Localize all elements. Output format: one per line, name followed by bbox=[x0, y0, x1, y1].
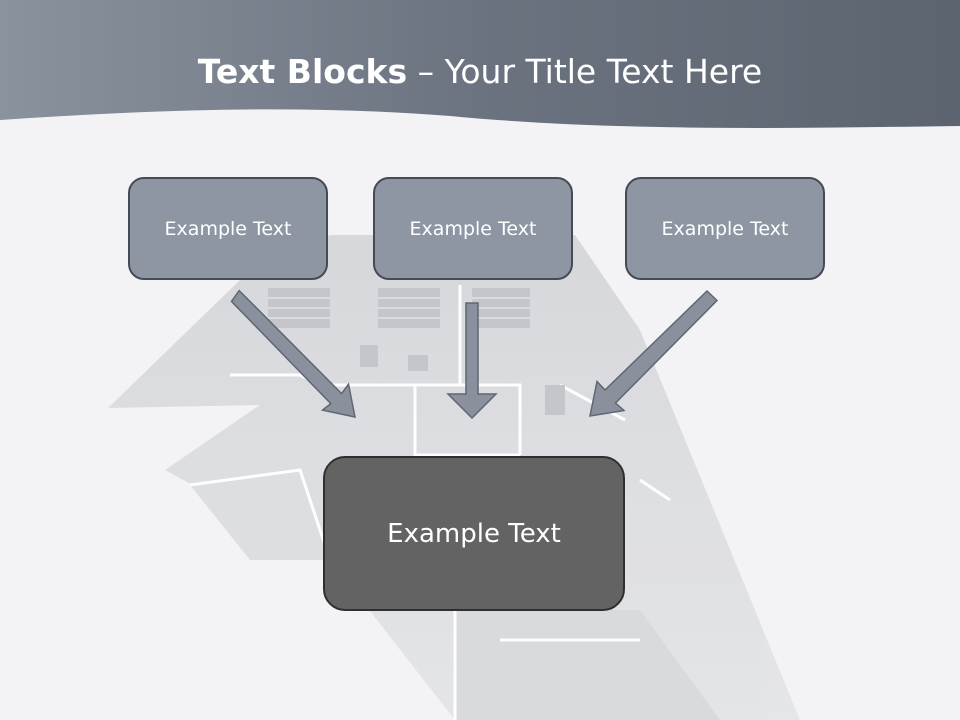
center-text-block: Example Text bbox=[323, 456, 625, 611]
text-block-right: Example Text bbox=[625, 177, 825, 280]
text-block-center-label: Example Text bbox=[409, 217, 537, 240]
text-block-center: Example Text bbox=[373, 177, 573, 280]
center-text-block-label: Example Text bbox=[387, 518, 561, 549]
text-block-left-label: Example Text bbox=[164, 217, 292, 240]
title-bold: Text Blocks bbox=[197, 52, 408, 91]
title-dash: – bbox=[407, 52, 445, 91]
arrow-left-icon bbox=[230, 289, 356, 418]
arrow-right-icon bbox=[589, 289, 719, 417]
text-block-left: Example Text bbox=[128, 177, 328, 280]
text-block-right-label: Example Text bbox=[661, 217, 789, 240]
header-band bbox=[0, 0, 960, 128]
page-title: Text Blocks – Your Title Text Here bbox=[0, 52, 960, 91]
arrow-center-icon bbox=[446, 302, 498, 420]
title-rest: Your Title Text Here bbox=[444, 52, 763, 91]
